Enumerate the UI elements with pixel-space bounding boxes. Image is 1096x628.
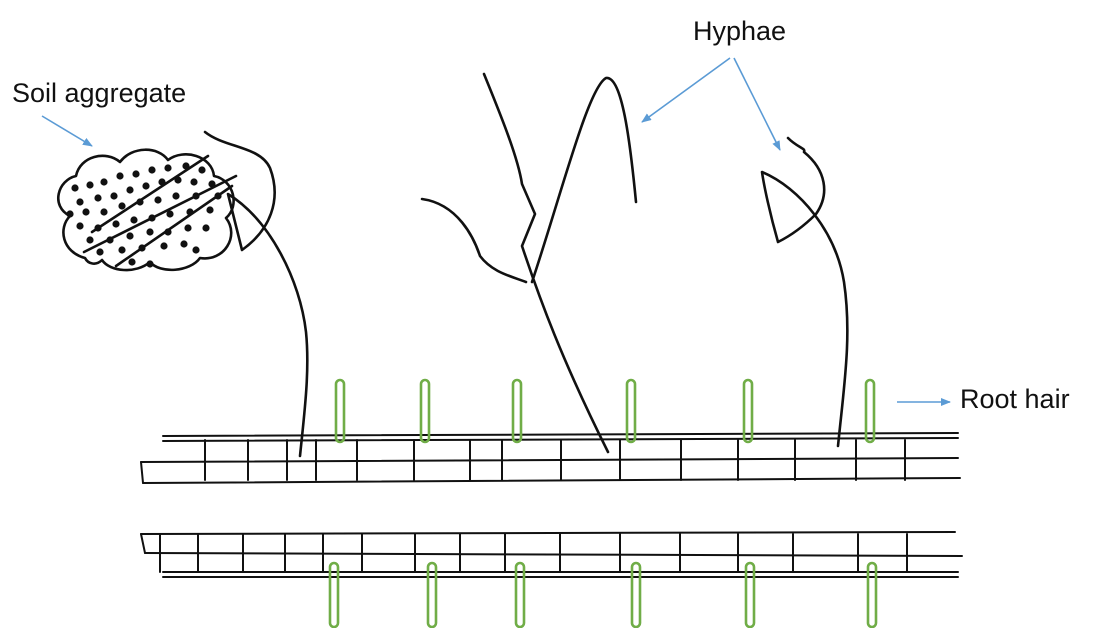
root-hair	[625, 378, 637, 444]
lower-root-edge-1	[140, 531, 956, 535]
hypha-left	[203, 130, 309, 458]
root-hair	[514, 561, 526, 628]
soil-particle	[86, 181, 94, 189]
upper-root-cell-walls	[204, 439, 906, 481]
hypha-middle-branch	[420, 197, 528, 284]
soil-particle	[94, 224, 102, 232]
soil-particle	[116, 172, 124, 180]
soil-particle	[106, 236, 114, 244]
root-hair	[426, 561, 438, 628]
soil-particle	[164, 228, 172, 236]
soil-particle	[126, 186, 134, 194]
soil-particle	[180, 240, 188, 248]
soil-particle	[186, 208, 194, 216]
soil-particle	[132, 170, 140, 178]
hypha-middle-main	[482, 72, 610, 454]
hyphae-label: Hyphae	[693, 16, 787, 46]
soil-particle	[174, 176, 182, 184]
upper-root-end	[140, 461, 144, 484]
soil-particle	[146, 228, 154, 236]
soil-particle	[190, 178, 198, 186]
hyphae	[203, 72, 849, 458]
soil-aggregate-arrow	[41, 115, 93, 147]
soil-particle	[128, 258, 136, 266]
root-hair	[864, 378, 876, 444]
soil-aggregate	[57, 148, 238, 272]
label-arrows	[41, 57, 951, 406]
soil-particle	[136, 198, 144, 206]
soil-particle	[160, 242, 168, 250]
soil-particle	[96, 248, 104, 256]
soil-particle	[198, 166, 206, 174]
root-hair	[742, 378, 754, 444]
hypha-right	[760, 136, 849, 448]
soil-particle	[154, 196, 162, 204]
root-hairs	[328, 378, 878, 628]
root-hair	[511, 378, 523, 444]
soil-particle	[130, 216, 138, 224]
upper-root-edge-4	[142, 477, 961, 484]
root-hair	[334, 378, 346, 444]
soil-particle	[100, 208, 108, 216]
hypha-middle-peak	[530, 76, 638, 284]
hyphae-arrow-left	[641, 57, 731, 123]
soil-particle	[184, 224, 192, 232]
soil-particle	[76, 198, 84, 206]
soil-particle	[208, 180, 216, 188]
soil-aggregate-crack-3	[90, 154, 210, 234]
lower-root	[140, 531, 963, 578]
soil-particle	[148, 214, 156, 222]
lower-root-end	[140, 533, 146, 554]
root-hair	[866, 561, 878, 628]
soil-particle	[110, 192, 118, 200]
soil-particle	[94, 194, 102, 202]
soil-particle	[66, 210, 74, 218]
soil-aggregate-outline	[57, 148, 235, 272]
root-hair-label: Root hair	[960, 384, 1070, 414]
upper-root-edge-3	[140, 457, 959, 463]
soil-particle	[214, 192, 222, 200]
soil-particle	[86, 236, 94, 244]
soil-particles	[66, 162, 222, 268]
lower-root-edge-2	[144, 552, 963, 557]
soil-particle	[118, 246, 126, 254]
soil-particle	[138, 244, 146, 252]
soil-aggregate-label: Soil aggregate	[12, 78, 187, 108]
soil-particle	[100, 178, 108, 186]
soil-aggregate-crack-2	[114, 184, 234, 268]
soil-particle	[206, 206, 214, 214]
soil-particle	[82, 208, 90, 216]
soil-particle	[164, 164, 172, 172]
soil-particle	[192, 192, 200, 200]
hyphae-arrow-right	[733, 57, 781, 151]
lower-root-cell-walls	[159, 533, 908, 573]
root-hair	[630, 561, 642, 628]
root-hair	[328, 561, 340, 628]
upper-root	[140, 432, 961, 484]
soil-particle	[112, 220, 120, 228]
soil-particle	[172, 192, 180, 200]
soil-particle	[182, 162, 190, 170]
soil-particle	[146, 260, 154, 268]
soil-particle	[71, 184, 79, 192]
root-hair	[419, 378, 431, 444]
soil-particle	[126, 232, 134, 240]
soil-particle	[166, 210, 174, 218]
root-hair	[744, 561, 756, 628]
soil-particle	[202, 224, 210, 232]
upper-root-edge-1	[162, 432, 959, 437]
soil-particle	[76, 222, 84, 230]
soil-particle	[142, 182, 150, 190]
soil-particle	[158, 178, 166, 186]
soil-particle	[148, 166, 156, 174]
soil-particle	[192, 246, 200, 254]
soil-particle	[118, 202, 126, 210]
